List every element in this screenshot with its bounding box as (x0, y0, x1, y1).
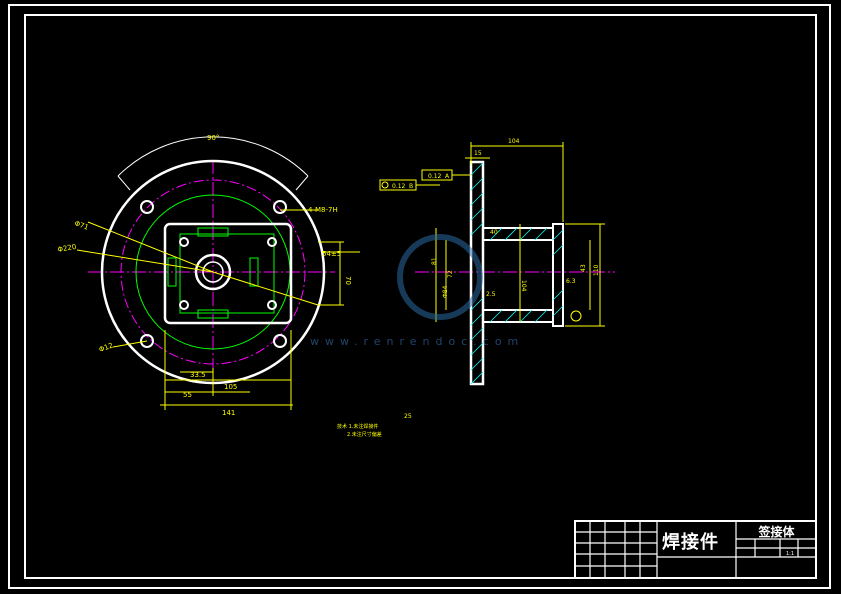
part-name: 签接体 (758, 525, 795, 539)
front-view (76, 136, 360, 410)
title-scale: 1:1 (786, 551, 794, 557)
rough-note: 25 (404, 413, 412, 420)
inner-frame (24, 14, 817, 579)
dim-phi71: Φ71 (73, 219, 89, 231)
dim-side-15: 15 (474, 150, 482, 157)
drawing-title: 焊接件 (662, 532, 719, 553)
rough-63: 6.3 (566, 278, 576, 285)
outer-frame (8, 4, 831, 589)
dim-side-72: 72 (447, 270, 454, 278)
dim-holes: 4-M8-7H (308, 206, 338, 214)
dim-phi12: Φ12 (98, 341, 114, 353)
dim-70: 70 (344, 276, 352, 285)
tol-circular: 0.12 (392, 183, 406, 190)
dim-angle: 90° (207, 134, 219, 142)
tol-ref-b: B (409, 183, 413, 190)
dim-55: 55 (183, 391, 192, 399)
watermark: www.renrendoc.com (310, 234, 524, 348)
rough-25: 2.5 (486, 291, 496, 298)
dim-side-104v: 104 (520, 280, 527, 292)
title-block (574, 520, 817, 579)
dim-side-43: 43 (580, 264, 587, 272)
dim-side-81: 81 (431, 257, 438, 265)
dim-141: 141 (222, 409, 235, 417)
tol-ref-a: A (445, 173, 450, 180)
tol-parallel: 0.12 (428, 173, 442, 180)
dim-side-104: 104 (508, 138, 520, 145)
rough-40: 40 (490, 229, 498, 236)
dim-54: 54±5 (322, 250, 341, 258)
dim-phi220: Φ220 (57, 243, 77, 254)
watermark-url: www.renrendoc.com (310, 335, 524, 348)
dim-105: 105 (224, 383, 237, 391)
note-line2: 2.未注尺寸偏差 (347, 431, 382, 438)
side-view (379, 142, 615, 386)
dim-33-5: 33.5 (190, 371, 206, 379)
dim-side-84: Φ84 (442, 285, 449, 298)
dim-side-110: 110 (593, 264, 600, 276)
note-line1: 技术 1.未注焊接件 (337, 423, 378, 430)
